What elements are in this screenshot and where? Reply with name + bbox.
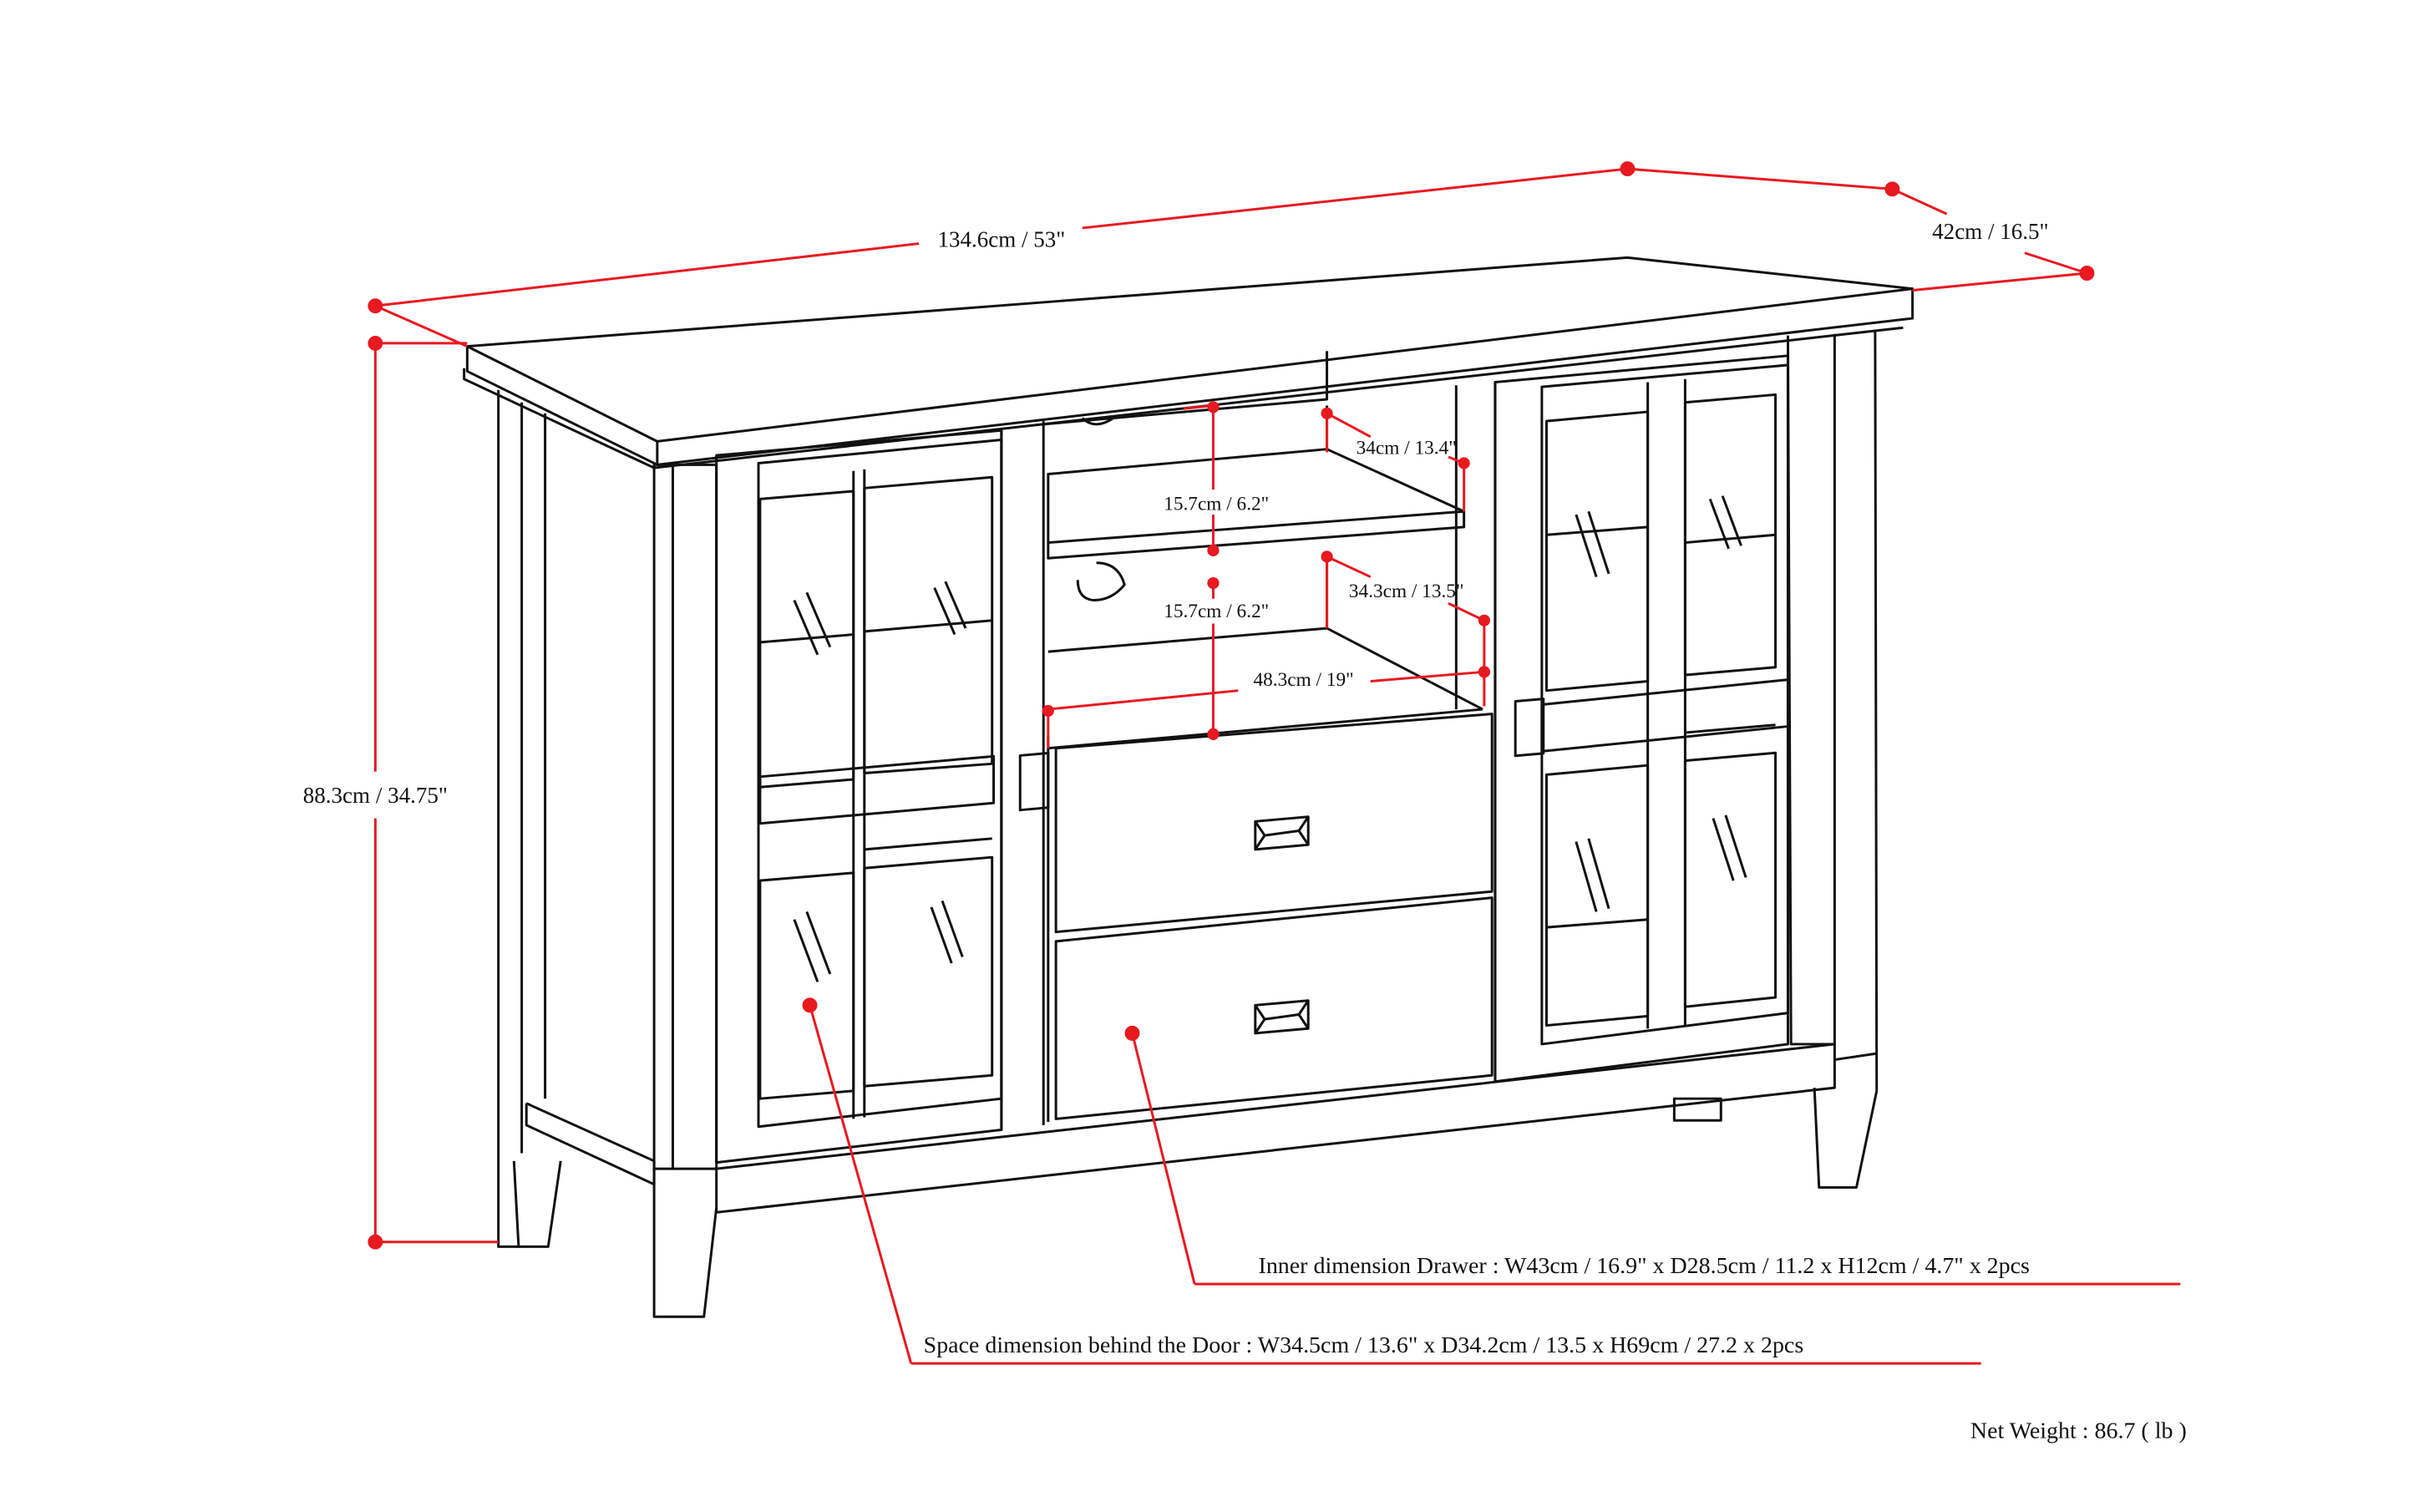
door-callout-text: Space dimension behind the Door : W34.5c… <box>924 1332 1804 1358</box>
lower-shelf-depth-label: 34.3cm / 13.5" <box>1349 581 1464 602</box>
dimension-lines <box>368 161 2181 1365</box>
upper-shelf-depth-label: 34cm / 13.4" <box>1357 437 1457 459</box>
dimension-labels: 134.6cm / 53" 42cm / 16.5" 88.3cm / 34.7… <box>303 219 2187 1444</box>
upper-opening-height-label: 15.7cm / 6.2" <box>1164 493 1269 515</box>
cabinet-drawing <box>463 256 1914 1318</box>
lower-opening-height-label: 15.7cm / 6.2" <box>1164 601 1269 622</box>
net-weight: Net Weight : 86.7 ( lb ) <box>1970 1418 2187 1444</box>
depth-end-marker <box>2079 266 2095 281</box>
drawer-callout-marker <box>1124 1025 1140 1041</box>
depth-start-marker <box>1884 181 1900 197</box>
width-label: 134.6cm / 53" <box>937 226 1065 251</box>
height-bottom-marker <box>368 1234 383 1250</box>
inner-width-label: 48.3cm / 19" <box>1254 669 1354 691</box>
door-callout-marker <box>802 997 818 1013</box>
depth-label: 42cm / 16.5" <box>1932 219 2048 244</box>
height-top-marker <box>368 335 383 351</box>
height-label: 88.3cm / 34.75" <box>303 783 448 808</box>
width-start-marker <box>368 298 383 314</box>
drawer-callout-text: Inner dimension Drawer : W43cm / 16.9" x… <box>1259 1253 2030 1279</box>
